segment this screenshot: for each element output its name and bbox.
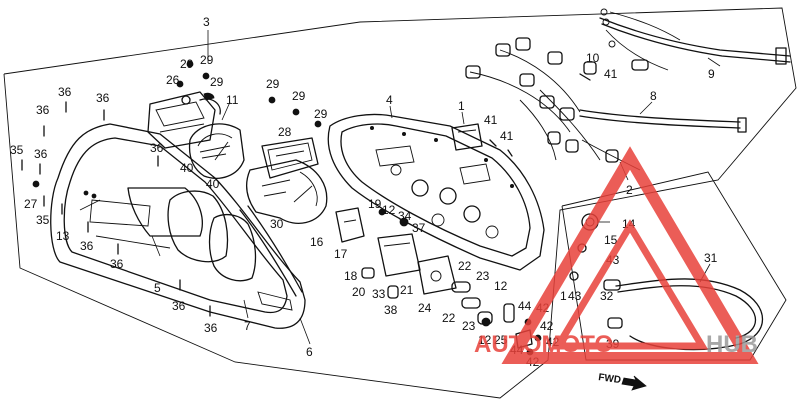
tachometer-face: [245, 159, 328, 224]
sensor-blocks: [377, 233, 457, 295]
callout-36: 36: [96, 91, 110, 105]
callout-5: 5: [154, 281, 161, 295]
wire-harness: [465, 8, 791, 171]
connector-module: [451, 123, 483, 151]
gauge-bracket: [335, 207, 365, 243]
callout-21: 21: [400, 283, 414, 297]
callout-36: 36: [204, 321, 218, 335]
leader-lines: [151, 30, 721, 345]
callout-41: 41: [500, 129, 514, 143]
callout-36: 36: [34, 147, 48, 161]
callout-29: 29: [200, 53, 214, 67]
callout-36: 36: [150, 141, 164, 155]
callout-34: 34: [398, 209, 412, 223]
callout-11: 11: [226, 93, 239, 107]
callout-10: 10: [586, 51, 600, 65]
assembly-frame: [3, 7, 797, 399]
callout-12: 12: [494, 279, 508, 293]
bulb-sockets: [465, 37, 649, 163]
forward-direction-indicator: FWD: [598, 372, 647, 391]
speedometer-dial: [188, 123, 245, 179]
callout-36: 36: [172, 299, 186, 313]
callout-40: 40: [206, 177, 220, 191]
callout-36: 36: [110, 257, 124, 271]
watermark-text-left: AUTOMOTO: [474, 331, 613, 358]
callout-29: 29: [314, 107, 328, 121]
callout-19: 19: [368, 197, 382, 211]
callout-9: 9: [708, 67, 715, 81]
callout-24: 24: [418, 301, 432, 315]
callout-31: 31: [704, 251, 718, 265]
callout-32: 32: [600, 289, 614, 303]
warning-triangle-icon: [501, 146, 759, 364]
callout-36: 36: [58, 85, 72, 99]
display-module: [261, 137, 319, 179]
callout-28: 28: [278, 125, 292, 139]
callout-4: 4: [386, 93, 393, 107]
callout-36: 36: [36, 103, 50, 117]
callout-12: 12: [382, 203, 396, 217]
callout-3: 3: [203, 15, 210, 29]
callout-27: 27: [24, 197, 38, 211]
indicator-module: [147, 91, 221, 149]
callout-6: 6: [306, 345, 313, 359]
callout-41: 41: [484, 113, 498, 127]
callout-29: 29: [266, 77, 280, 91]
callout-23: 23: [462, 319, 476, 333]
callout-35: 35: [10, 143, 24, 157]
callout-29: 29: [210, 75, 224, 89]
fwd-label: FWD: [598, 372, 622, 386]
instrument-housing: [50, 123, 306, 329]
callout-43: 43: [568, 289, 582, 303]
callout-29: 29: [292, 89, 306, 103]
callout-13: 13: [56, 229, 70, 243]
callout-labels: 3 29 29 26 29 11 29 29 29 28 36 36 36 36…: [10, 15, 718, 369]
callout-37: 37: [412, 221, 426, 235]
callout-42: 42: [540, 319, 554, 333]
callout-7: 7: [244, 319, 251, 333]
callout-22: 22: [442, 311, 456, 325]
callout-38: 38: [384, 303, 398, 317]
callout-22: 22: [458, 259, 472, 273]
callout-26: 26: [166, 73, 180, 87]
callout-15: 15: [604, 233, 618, 247]
callout-12: 12: [478, 333, 492, 347]
callout-1: 1: [458, 99, 465, 113]
callout-20: 20: [352, 285, 366, 299]
callout-16: 16: [310, 235, 324, 249]
rear-circuit-housing: [327, 113, 545, 271]
callout-25: 25: [494, 333, 508, 347]
callout-8: 8: [650, 89, 657, 103]
callout-35: 35: [36, 213, 50, 227]
callout-36: 36: [80, 239, 94, 253]
callout-23: 23: [476, 269, 490, 283]
callout-17: 17: [334, 247, 348, 261]
callout-33: 33: [372, 287, 386, 301]
callout-1: 1: [560, 289, 567, 303]
callout-29: 29: [180, 57, 194, 71]
fwd-arrow-icon: [621, 375, 647, 391]
watermark-text-right: HUB: [706, 331, 758, 358]
callout-2: 2: [626, 183, 633, 197]
callout-40: 40: [180, 161, 194, 175]
callout-18: 18: [344, 269, 358, 283]
mounting-screws: [21, 60, 591, 317]
watermark: AUTOMOTO HUB: [474, 146, 759, 364]
callout-44: 44: [518, 299, 532, 313]
callout-30: 30: [270, 217, 284, 231]
callout-41: 41: [604, 67, 618, 81]
